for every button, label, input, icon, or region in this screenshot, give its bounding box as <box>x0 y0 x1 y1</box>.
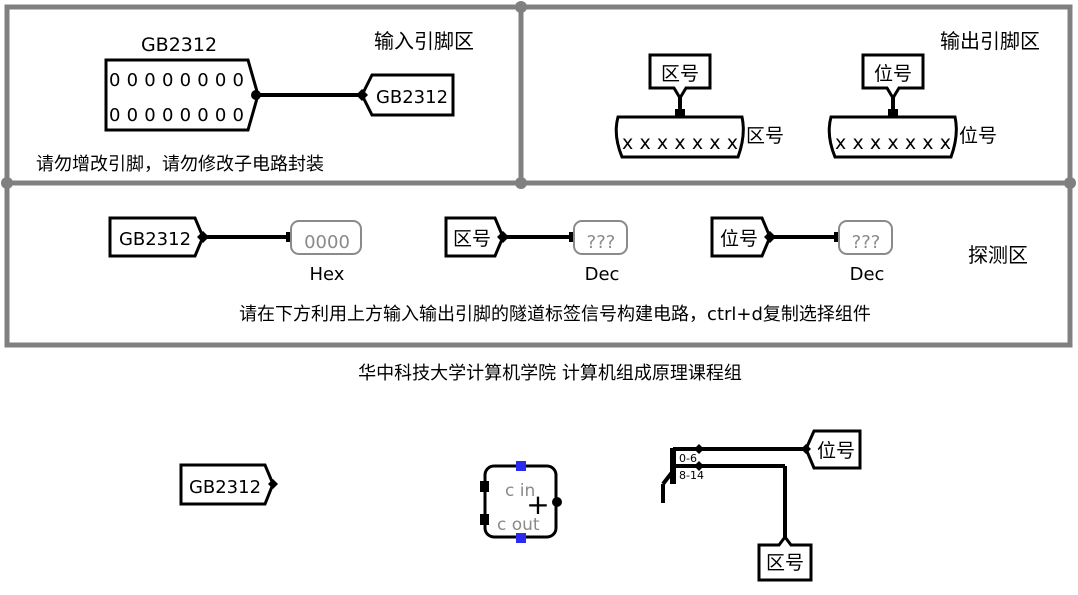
output-tunnel-zone[interactable]: 区号 <box>648 53 712 101</box>
adder-input-a-port <box>480 481 489 492</box>
probe-gb2312-tunnel[interactable]: GB2312 <box>108 216 209 258</box>
splitter-out1-label: 0-6 <box>679 452 697 465</box>
workspace-zone-tunnel[interactable]: 区号 <box>757 534 813 582</box>
footer-text: 华中科技大学计算机学院 计算机组成原理课程组 <box>358 363 742 384</box>
probe-zone-tunnel-label: 区号 <box>453 228 491 250</box>
input-wire-joint <box>251 90 261 100</box>
adder-top-port <box>516 461 526 471</box>
probe-pos-dec[interactable]: ??? <box>838 220 893 255</box>
workspace-gb2312-tunnel[interactable]: GB2312 <box>179 463 278 506</box>
output-pin-pos-value: x x x x x x x <box>835 132 951 154</box>
adder-plus-symbol: + <box>526 488 549 521</box>
probe-pos-tunnel-label: 位号 <box>720 228 758 250</box>
input-pin-row1: 0 0 0 0 0 0 0 0 <box>109 70 244 91</box>
output-tunnel-pos[interactable]: 位号 <box>861 53 925 101</box>
output-pin-pos-label: 位号 <box>959 125 997 147</box>
instruction-note: 请在下方利用上方输入输出引脚的隧道标签信号构建电路，ctrl+d复制选择组件 <box>239 304 871 325</box>
adder-component[interactable]: c in + c out <box>480 461 562 543</box>
top-frame <box>1 1 1076 348</box>
output-pin-zone-value: x x x x x x x <box>622 132 738 154</box>
output-tunnel-zone-label: 区号 <box>661 63 699 85</box>
adder-input-b-port <box>480 514 489 525</box>
workspace-gb2312-tunnel-label: GB2312 <box>189 477 261 498</box>
probe-zone-tunnel[interactable]: 区号 <box>444 216 509 258</box>
splitter-out2-label: 8-14 <box>679 469 704 482</box>
probe-pos-radix: Dec <box>850 264 885 285</box>
input-pin[interactable]: 0 0 0 0 0 0 0 0 0 0 0 0 0 0 0 0 <box>104 58 260 132</box>
probe-hex[interactable]: 0000 <box>290 220 362 255</box>
input-pin-row2: 0 0 0 0 0 0 0 0 <box>109 105 244 126</box>
output-pin-zone[interactable]: x x x x x x x <box>614 115 745 159</box>
workspace-pos-tunnel[interactable]: 位号 <box>801 429 862 470</box>
input-pin-name: GB2312 <box>141 34 217 56</box>
probe-gb2312-tunnel-label: GB2312 <box>119 229 191 250</box>
probe-zone-radix: Dec <box>585 264 620 285</box>
probe-hex-value: 0000 <box>304 232 350 253</box>
output-pins-title: 输出引脚区 <box>940 29 1040 53</box>
workspace-pos-tunnel-label: 位号 <box>817 440 855 462</box>
do-not-modify-note: 请勿增改引脚，请勿修改子电路封装 <box>36 154 324 175</box>
splitter-component[interactable]: 0-6 8-14 <box>661 444 806 540</box>
output-pin-pos[interactable]: x x x x x x x <box>827 115 958 159</box>
adder-cin-label: c in <box>505 481 535 501</box>
probe-zone-dec[interactable]: ??? <box>573 220 628 255</box>
adder-bottom-port <box>516 533 526 543</box>
probe-hex-radix: Hex <box>310 264 345 285</box>
input-pins-title: 输入引脚区 <box>374 29 474 53</box>
input-tunnel[interactable]: GB2312 <box>356 73 455 117</box>
output-tunnel-pos-label: 位号 <box>874 63 912 85</box>
probe-title: 探测区 <box>968 243 1028 267</box>
adder-cout-label: c out <box>497 515 540 535</box>
output-pos-port <box>888 109 898 119</box>
output-zone-port <box>675 109 685 119</box>
output-pin-zone-label: 区号 <box>746 125 784 147</box>
probe-pos-value: ??? <box>852 232 881 253</box>
probe-pos-tunnel[interactable]: 位号 <box>710 216 776 258</box>
probe-zone-value: ??? <box>587 232 616 253</box>
workspace-zone-tunnel-label: 区号 <box>766 552 804 574</box>
adder-output-port <box>552 497 562 507</box>
input-tunnel-label: GB2312 <box>376 87 448 108</box>
